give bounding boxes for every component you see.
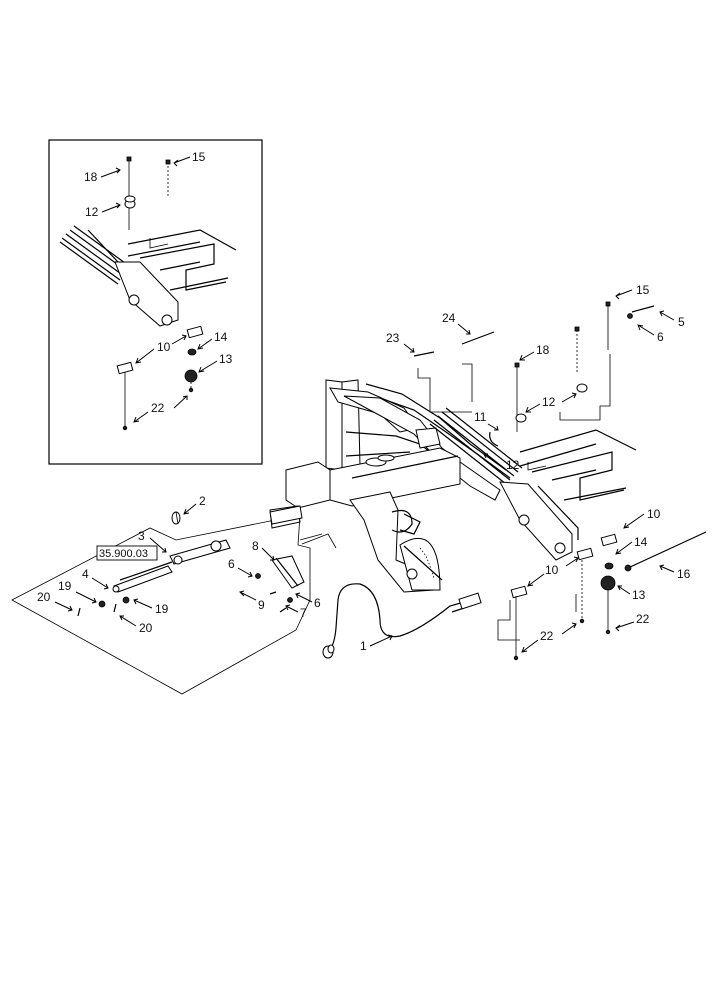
washer-6b [287, 597, 293, 603]
label-11: 11 [474, 410, 487, 424]
assembly-outline [11, 514, 311, 695]
label-22a: 22 [540, 629, 554, 643]
label-3: 3 [138, 529, 145, 543]
pin-20b [113, 603, 117, 613]
inset-bolt-18 [126, 156, 132, 230]
inset-screw-15 [165, 159, 171, 198]
main-labels: 15 5 6 24 23 18 12 11 12 10 14 10 16 13 … [37, 283, 691, 653]
label-24: 24 [442, 311, 456, 325]
label-12a: 12 [542, 395, 556, 409]
link-4 [112, 565, 173, 593]
label-19a: 19 [58, 579, 72, 593]
inset-nut-13 [184, 369, 198, 383]
spacer-12 [515, 383, 588, 423]
inset-detail: 18 15 12 10 14 13 22 [48, 139, 263, 465]
cable-1 [322, 583, 482, 659]
brackets-10 [510, 533, 618, 599]
pin-9 [269, 591, 277, 595]
label-10a: 10 [647, 507, 661, 521]
pin-23 [413, 351, 435, 357]
label-2: 2 [199, 494, 206, 508]
label-10b: 10 [545, 563, 559, 577]
label-4: 4 [82, 567, 89, 581]
inset-spacer-12 [124, 195, 136, 209]
reference-box-label[interactable]: 35.900.03 [99, 548, 148, 560]
label-19b: 19 [155, 602, 169, 616]
leader-lines [417, 354, 611, 641]
inset-washer-14 [187, 348, 197, 356]
label-5: 5 [678, 315, 685, 329]
pin-7 [279, 607, 287, 613]
inset-border [48, 139, 263, 465]
pin-11 [489, 431, 499, 447]
bolt-5-6 [627, 305, 655, 319]
washer-19a [98, 600, 106, 608]
nut-13 [600, 575, 616, 591]
reference-box[interactable]: 35.900.03 [96, 545, 158, 561]
pin-20a [77, 607, 81, 617]
inset-label-12: 12 [85, 205, 99, 219]
washer-19b [122, 596, 130, 604]
pin-24 [461, 331, 495, 345]
rod-16 [624, 531, 707, 572]
label-6b: 6 [228, 557, 235, 571]
label-6a: 6 [657, 330, 664, 344]
label-16: 16 [677, 567, 691, 581]
label-22b: 22 [636, 612, 650, 626]
label-12b: 12 [506, 458, 520, 472]
label-13: 13 [632, 588, 646, 602]
inset-label-15: 15 [192, 150, 206, 164]
label-14: 14 [634, 535, 648, 549]
inset-label-22: 22 [151, 401, 165, 415]
label-18: 18 [536, 343, 550, 357]
main-frame [269, 379, 511, 593]
inset-bolt-22 [122, 372, 194, 431]
inset-label-13: 13 [219, 352, 233, 366]
inset-label-14: 14 [214, 330, 228, 344]
right-bar-assembly [429, 407, 637, 561]
inset-label-10: 10 [157, 340, 171, 354]
bracket-8 [271, 555, 305, 589]
label-23: 23 [386, 331, 400, 345]
fitting-2 [171, 511, 181, 525]
label-8: 8 [252, 539, 259, 553]
inset-bracket-10 [116, 325, 204, 375]
right-hardware [413, 301, 707, 661]
bolt-15 [605, 301, 611, 350]
label-9: 9 [258, 598, 265, 612]
rotary-disc [399, 538, 443, 591]
washer-6a [255, 573, 261, 579]
label-1: 1 [360, 639, 367, 653]
label-20a: 20 [37, 590, 51, 604]
bolts-22 [513, 560, 611, 661]
label-20b: 20 [139, 621, 153, 635]
label-6c: 6 [314, 596, 321, 610]
label-15: 15 [636, 283, 650, 297]
label-7: 7 [300, 606, 307, 620]
washer-14 [604, 562, 614, 570]
inset-label-18: 18 [84, 170, 98, 184]
hydraulic-cylinder-3 [119, 539, 231, 581]
inset-bar-assembly [59, 225, 237, 327]
lower-left-assembly [11, 505, 337, 695]
